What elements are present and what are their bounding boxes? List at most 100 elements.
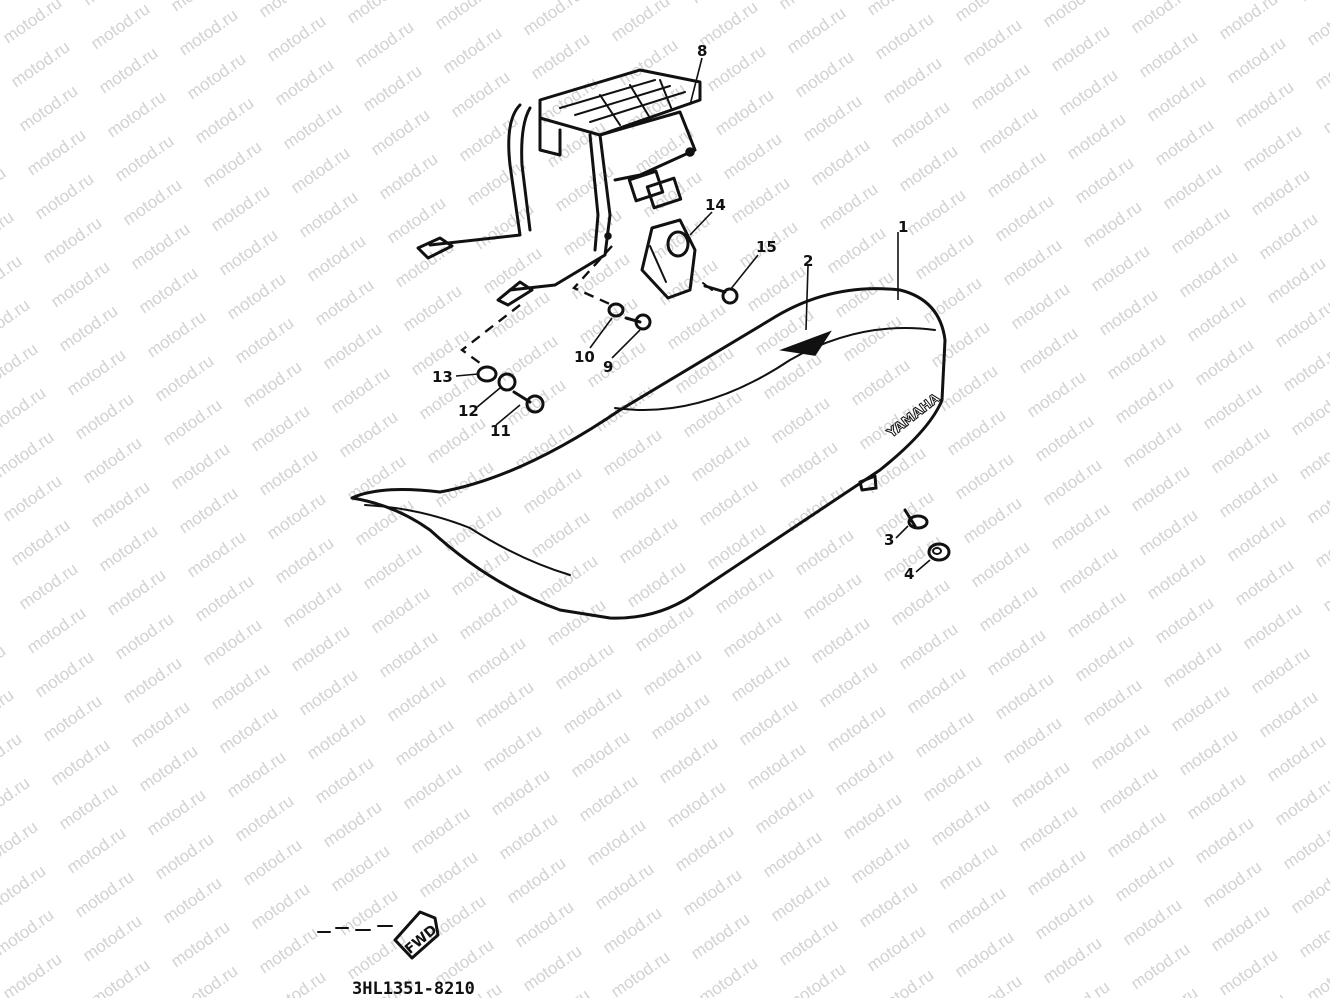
watermark-text: motod.ru — [351, 495, 417, 549]
watermark-text: motod.ru — [575, 771, 641, 825]
watermark-text: motod.ru — [1279, 341, 1330, 395]
watermark-text: motod.ru — [1127, 461, 1193, 515]
watermark-text: motod.ru — [167, 917, 233, 971]
watermark-text: motod.ru — [479, 721, 545, 775]
watermark-text: motod.ru — [271, 55, 337, 109]
rear-carrier — [416, 68, 702, 307]
watermark-text: motod.ru — [511, 897, 577, 951]
watermark-text: motod.ru — [279, 577, 345, 631]
callout-10: 10 — [574, 348, 595, 366]
watermark-text: motod.ru — [287, 143, 353, 197]
watermark-text: motod.ru — [0, 427, 57, 481]
watermark-text: motod.ru — [303, 231, 369, 285]
watermark-text: motod.ru — [831, 745, 897, 799]
watermark-text: motod.ru — [1239, 121, 1305, 175]
watermark-text: motod.ru — [39, 691, 105, 745]
watermark-text: motod.ru — [655, 733, 721, 787]
watermark-text: motod.ru — [543, 117, 609, 171]
callout-3: 3 — [884, 531, 894, 549]
watermark-text: motod.ru — [1063, 587, 1129, 641]
watermark-text: motod.ru — [1007, 757, 1073, 811]
watermark-text: motod.ru — [815, 179, 881, 233]
watermark-text: motod.ru — [1255, 209, 1321, 263]
watermark-text: motod.ru — [319, 797, 385, 851]
watermark-text: motod.ru — [111, 131, 177, 185]
watermark-text: motod.ru — [335, 407, 401, 461]
watermark-text: motod.ru — [327, 841, 393, 895]
watermark-text: motod.ru — [1191, 813, 1257, 867]
watermark-text: motod.ru — [487, 287, 553, 341]
watermark-text: motod.ru — [159, 873, 225, 927]
grommet-4 — [927, 542, 951, 562]
watermark-text: motod.ru — [1295, 0, 1330, 5]
watermark-text: motod.ru — [151, 829, 217, 883]
watermark-text: motod.ru — [1287, 385, 1330, 439]
watermark-text: motod.ru — [383, 671, 449, 725]
watermark-text: motod.ru — [911, 229, 977, 283]
watermark-text: motod.ru — [0, 0, 65, 47]
watermark-text: motod.ru — [1215, 945, 1281, 998]
watermark-text: motod.ru — [599, 903, 665, 957]
watermark-text: motod.ru — [743, 739, 809, 793]
watermark-text: motod.ru — [911, 707, 977, 761]
watermark-text: motod.ru — [783, 959, 849, 998]
watermark-text: motod.ru — [1159, 637, 1225, 691]
watermark-text: motod.ru — [111, 609, 177, 663]
watermark-text: motod.ru — [247, 401, 313, 455]
watermark-text: motod.ru — [167, 439, 233, 493]
watermark-text: motod.ru — [823, 701, 889, 755]
watermark-text: motod.ru — [975, 581, 1041, 635]
watermark-text: motod.ru — [239, 835, 305, 889]
watermark-text: motod.ru — [175, 483, 241, 537]
watermark-text: motod.ru — [87, 477, 153, 531]
watermark-text: motod.ru — [0, 905, 57, 959]
watermark-text: motod.ru — [935, 839, 1001, 893]
watermark-text: motod.ru — [759, 349, 825, 403]
watermark-text: motod.ru — [1175, 725, 1241, 779]
watermark-text: motod.ru — [247, 879, 313, 933]
watermark-text: motod.ru — [311, 753, 377, 807]
callout-9: 9 — [603, 358, 613, 376]
watermark-text: motod.ru — [495, 331, 561, 385]
watermark-text: motod.ru — [367, 583, 433, 637]
watermark-text: motod.ru — [1183, 769, 1249, 823]
callout-4: 4 — [904, 565, 914, 583]
watermark-text: motod.ru — [367, 105, 433, 159]
watermark-text: motod.ru — [1087, 719, 1153, 773]
watermark-text: motod.ru — [263, 489, 329, 543]
watermark-text: motod.ru — [695, 953, 761, 998]
watermark-text: motod.ru — [1127, 939, 1193, 993]
watermark-text: motod.ru — [999, 235, 1065, 289]
watermark-text: motod.ru — [839, 789, 905, 843]
watermark-text: motod.ru — [831, 267, 897, 321]
watermark-text: motod.ru — [535, 551, 601, 605]
watermark-text: motod.ru — [519, 463, 585, 517]
watermark-text: motod.ru — [727, 173, 793, 227]
watermark-text: motod.ru — [359, 539, 425, 593]
watermark-text: motod.ru — [47, 735, 113, 789]
watermark-text: motod.ru — [1111, 373, 1177, 427]
watermark-text: motod.ru — [807, 135, 873, 189]
watermark-text: motod.ru — [1199, 379, 1265, 433]
watermark-text: motod.ru — [783, 3, 849, 57]
watermark-text: motod.ru — [327, 363, 393, 417]
callout-8: 8 — [697, 42, 707, 60]
watermark-text: motod.ru — [983, 147, 1049, 201]
watermark-text: motod.ru — [679, 387, 745, 441]
watermark-text: motod.ru — [999, 713, 1065, 767]
watermark-text: motod.ru — [263, 11, 329, 65]
watermark-text: motod.ru — [983, 625, 1049, 679]
watermark-text: motod.ru — [207, 659, 273, 713]
watermark-text: motod.ru — [1023, 367, 1089, 421]
watermark-text: motod.ru — [591, 859, 657, 913]
watermark-text: motod.ru — [919, 751, 985, 805]
watermark-text: motod.ru — [487, 765, 553, 819]
watermark-text: motod.ru — [551, 639, 617, 693]
watermark-text: motod.ru — [607, 469, 673, 523]
watermark-text: motod.ru — [447, 67, 513, 121]
watermark-text: motod.ru — [1015, 323, 1081, 377]
callout-12: 12 — [458, 402, 479, 420]
watermark-text: motod.ru — [599, 425, 665, 479]
watermark-text: motod.ru — [687, 909, 753, 963]
watermark-text: motod.ru — [1263, 253, 1329, 307]
